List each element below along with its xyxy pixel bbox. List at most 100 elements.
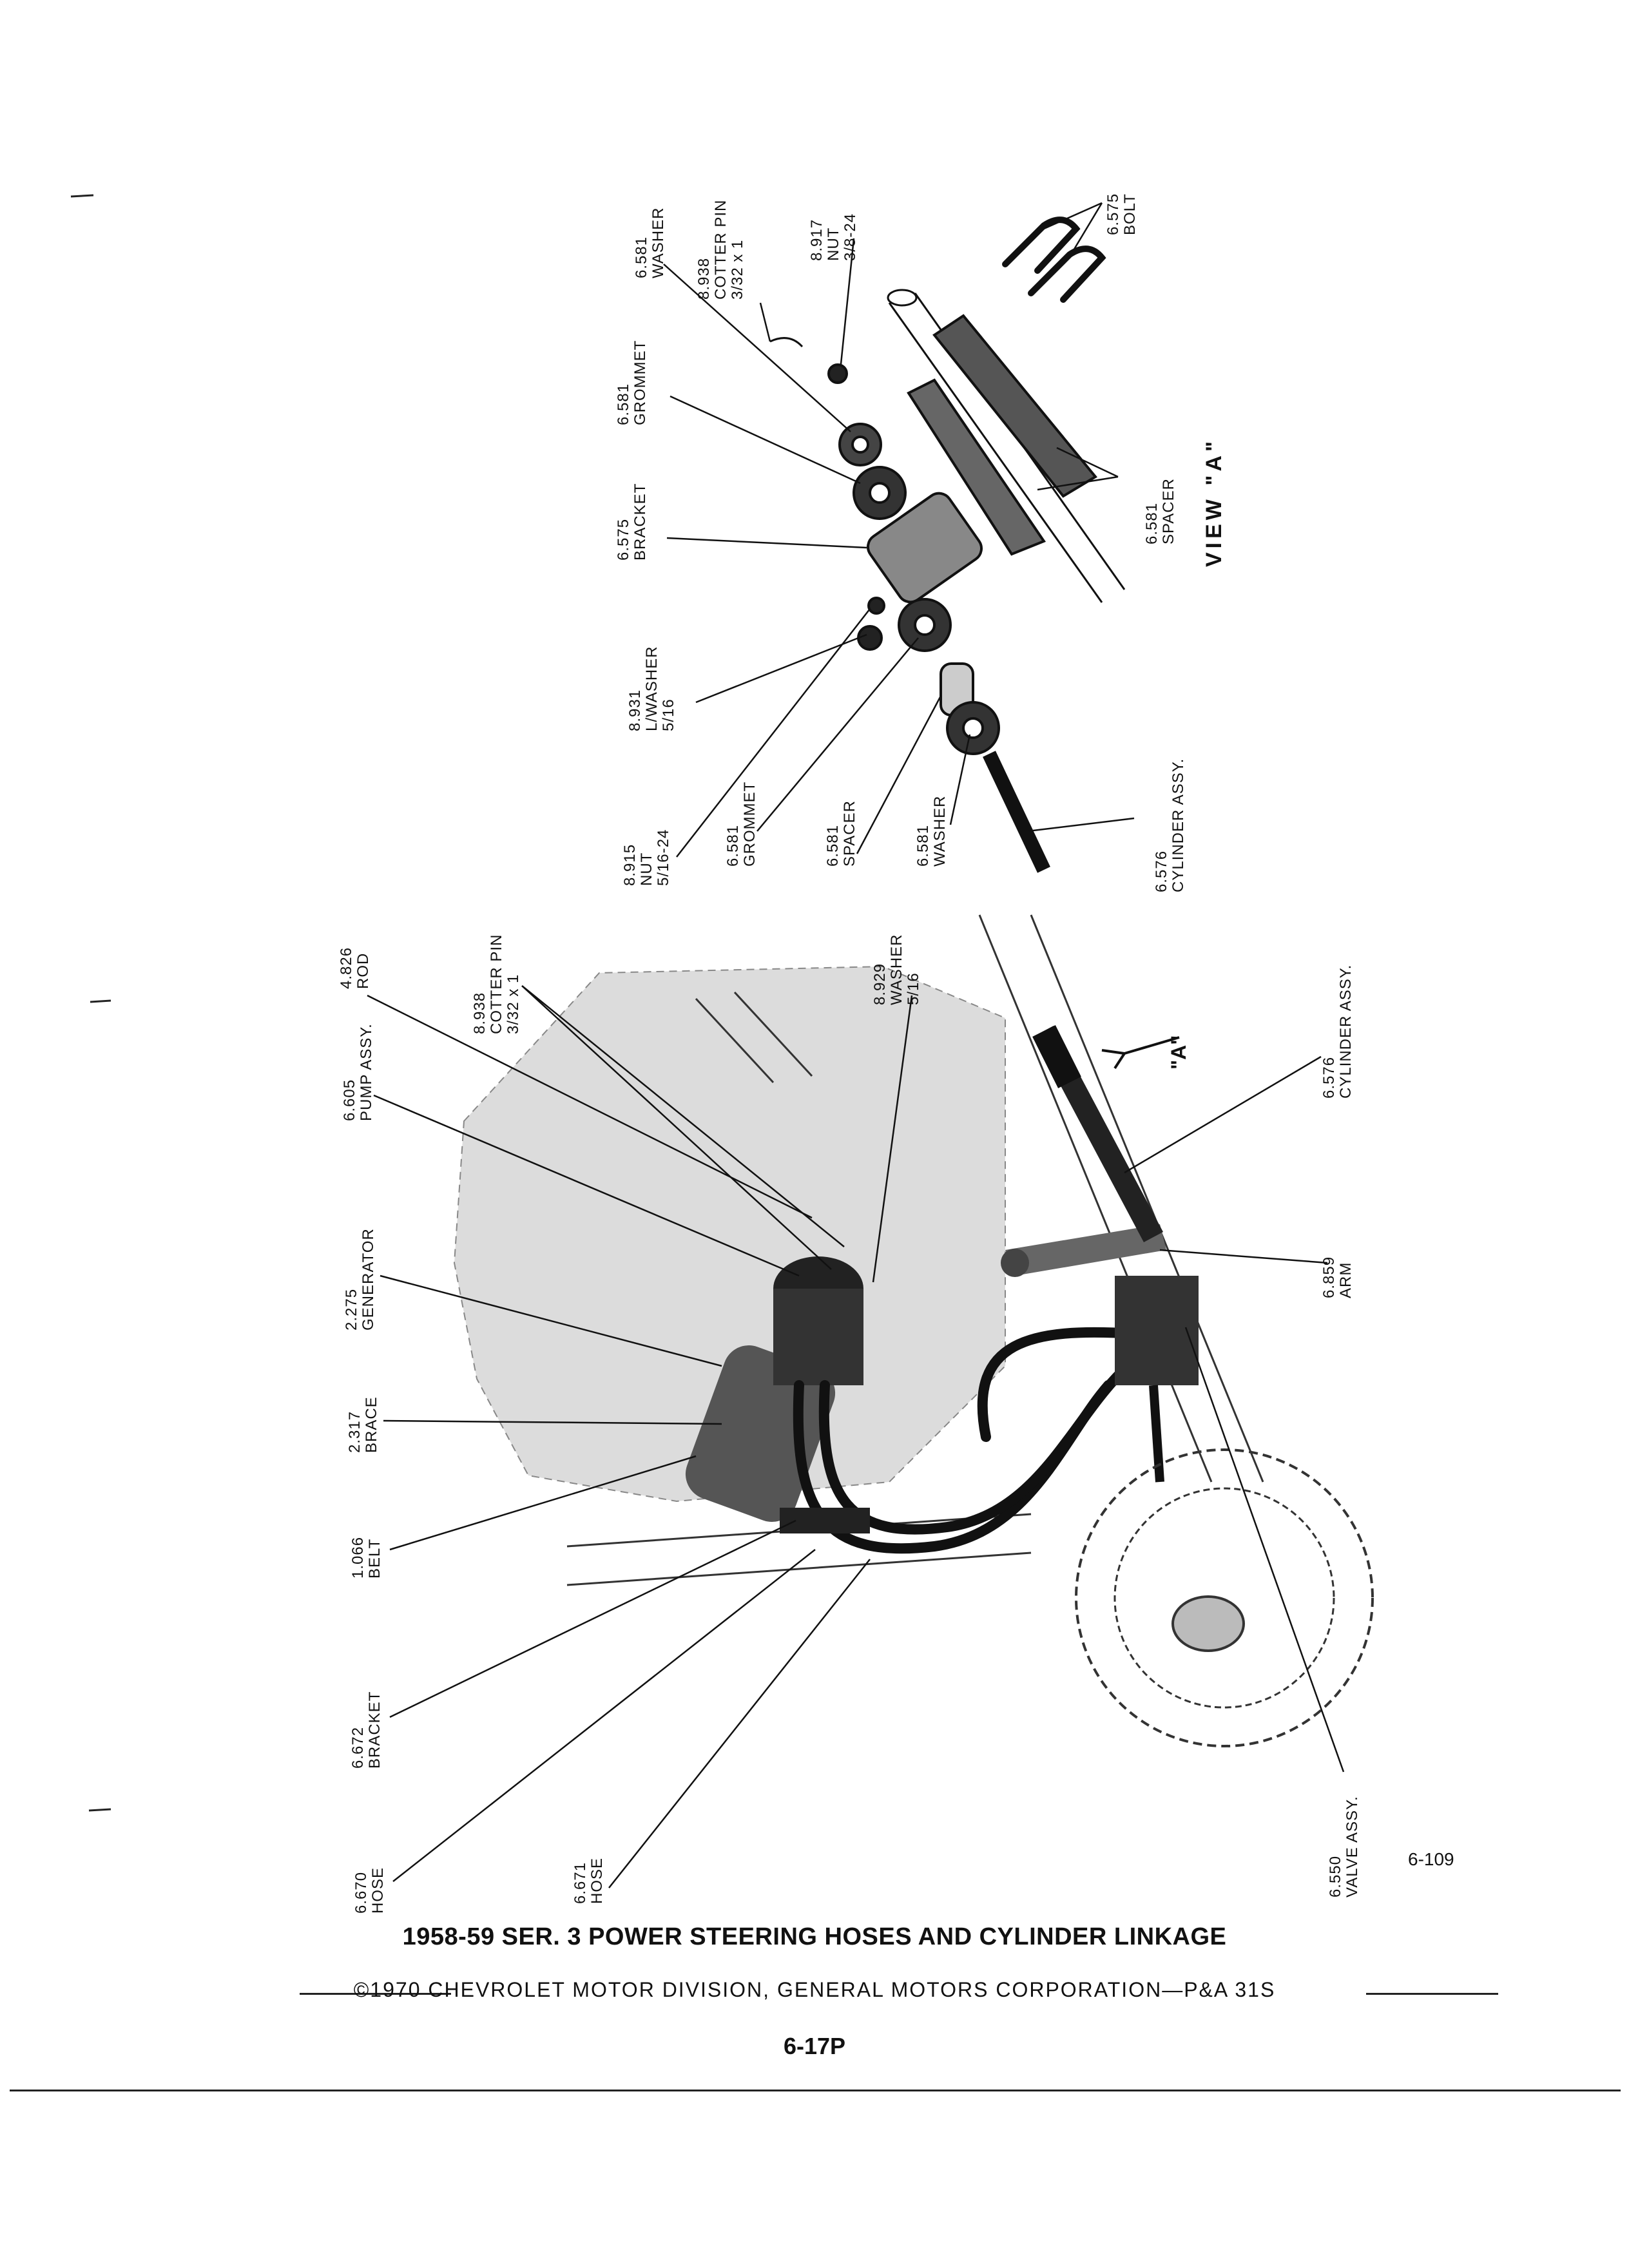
bolt-illustration [1002,216,1106,303]
label-code: 6.581 [824,825,842,867]
hose-illustration [793,1327,1139,1554]
figure-number: 6-109 [1408,1849,1454,1869]
label-code: 6.859 [1320,1256,1338,1298]
label-extra: 5/16 [660,698,677,731]
copyright-rule-left [300,1993,451,1995]
label-code: 6.670 [352,1872,370,1914]
label-name: CYLINDER ASSY. [1337,965,1354,1099]
main-label: 6.859ARM [1320,1256,1354,1298]
label-code: 8.938 [471,992,488,1034]
label-name: HOSE [369,1867,387,1914]
label-name: WASHER [650,207,667,278]
view-a-label: 8.917NUT3/8-24 [808,213,859,261]
main-leader-lines [367,985,1345,1888]
label-code: 6.671 [572,1862,589,1904]
label-name: NUT [638,852,655,886]
view-a-label-group: 6.581WASHER 8.938COTTER PIN3/32 x 1 8.91… [615,193,1187,892]
label-name: ROD [354,953,372,989]
cylinder-rod-illustration [983,751,1050,873]
copyright-rule-right [1366,1993,1498,1995]
view-a-label: 6.581SPACER [1143,478,1177,544]
label-code: 6.550 [1327,1856,1344,1898]
label-code: 8.929 [871,963,889,1005]
label-name: BOLT [1121,193,1139,235]
label-name: SPACER [841,800,858,867]
view-a-label: 6.581GROMMET [615,340,649,425]
view-a-drawing [769,216,1126,873]
label-code: 6.581 [615,383,632,425]
grommet-washer-parts [769,337,1000,755]
label-extra: 3/8-24 [842,213,859,261]
label-code: 8.938 [695,258,713,300]
label-code: 8.931 [626,689,644,731]
view-a-label: 6.576CYLINDER ASSY. [1153,758,1187,892]
label-code: 6.575 [1104,193,1122,235]
label-code: 6.581 [914,825,932,867]
wheel-illustration [1075,1448,1374,1747]
label-extra: 3/32 x 1 [505,974,522,1034]
label-code: 6.576 [1320,1057,1338,1099]
main-label: 8.938COTTER PIN3/32 x 1 [471,934,522,1034]
figure-caption: 1958-59 SER. 3 POWER STEERING HOSES AND … [402,1923,1227,1950]
engine-assembly-drawing [453,914,1374,1747]
view-a-label: 6.581WASHER [914,796,949,867]
label-name: BRACKET [366,1691,383,1769]
label-name: VALVE ASSY. [1344,1796,1361,1898]
bracket-illustration [867,492,983,604]
frame-rails [566,914,1264,1586]
cylinder-illustration [1032,1025,1164,1242]
main-label: 6.670HOSE [352,1867,387,1914]
label-code: 2.275 [343,1289,360,1331]
view-a-leader-lines [663,202,1135,858]
label-code: 6.575 [615,519,632,561]
page-number: 6-17P [783,2033,846,2059]
arm-illustration [1001,1224,1166,1277]
main-label: 6.605PUMP ASSY. [341,1023,375,1121]
main-label: 6.672BRACKET [349,1691,383,1769]
view-a-label: 6.575BOLT [1104,193,1139,235]
valve-illustration [1115,1276,1199,1483]
label-code: 4.826 [338,947,355,989]
label-name: BRACE [363,1396,380,1453]
label-name: COTTER PIN [488,934,505,1034]
main-label: 6.576CYLINDER ASSY. [1320,965,1354,1099]
spacer-illustration [907,314,1098,556]
pump-illustration [773,1256,863,1385]
label-name: NUT [825,227,842,261]
label-code: 8.917 [808,219,825,261]
label-name: GROMMET [741,782,758,867]
label-name: WASHER [931,796,949,867]
label-code: 8.915 [621,844,639,886]
label-code: 6.581 [724,825,742,867]
label-name: COTTER PIN [712,200,729,300]
label-name: PUMP ASSY. [358,1023,375,1121]
label-name: L/WASHER [643,646,660,731]
view-a-arrow [1101,1036,1180,1070]
label-name: BELT [366,1539,383,1579]
margin-marks [70,194,111,1812]
view-a-callout: "A" [1167,1035,1190,1070]
view-a-label: 8.938COTTER PIN3/32 x 1 [695,200,746,300]
main-label: 6.550VALVE ASSY. [1327,1796,1361,1898]
view-a-label: 6.581SPACER [824,800,858,867]
label-name: ARM [1337,1262,1354,1298]
view-a-heading: VIEW "A" [1202,437,1226,567]
label-name: HOSE [588,1858,606,1904]
main-label: 4.826ROD [338,947,372,989]
view-a-label: 8.931L/WASHER5/16 [626,646,677,731]
label-code: 6.672 [349,1727,367,1769]
label-extra: 5/16 [905,972,922,1005]
view-a-label: 6.575BRACKET [615,483,649,561]
label-code: 6.581 [1143,503,1161,544]
page-bottom-rule [10,2090,1621,2091]
main-label: 8.929WASHER5/16 [871,934,922,1005]
engine-block-shading [453,965,1006,1503]
copyright-notice: ©1970 CHEVROLET MOTOR DIVISION, GENERAL … [353,1978,1276,2001]
main-label: 2.275GENERATOR [343,1228,377,1331]
label-name: GROMMET [631,340,649,425]
label-code: 6.576 [1153,850,1170,892]
label-extra: 3/32 x 1 [729,240,746,300]
label-name: WASHER [888,934,905,1005]
label-name: GENERATOR [360,1228,377,1331]
